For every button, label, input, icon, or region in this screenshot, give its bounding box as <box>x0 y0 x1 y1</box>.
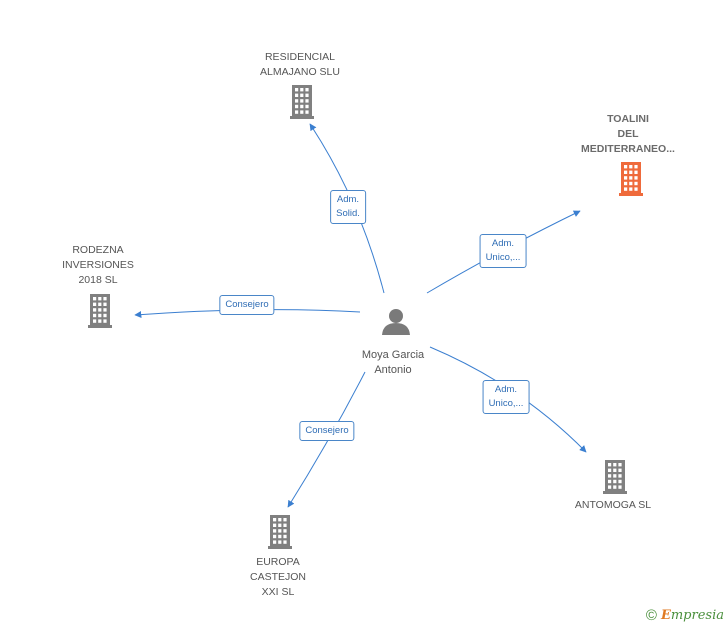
company-name-line: RODEZNA <box>72 244 124 256</box>
edge-label-europa[interactable]: Consejero <box>299 421 355 441</box>
edge-label-line: Consejero <box>225 299 269 310</box>
building-icon[interactable] <box>88 294 112 328</box>
footer-brand[interactable]: © Empresia <box>646 607 724 624</box>
building-icon[interactable] <box>268 515 292 549</box>
edge-label-line: Unico,... <box>485 252 521 263</box>
company-name-line: CASTEJON <box>249 571 307 583</box>
company-name-line: MEDITERRANEO... <box>581 143 675 155</box>
company-name-line: TOALINI <box>607 113 649 125</box>
company-name-line: RESIDENCIAL <box>264 51 336 63</box>
company-name-line: ALMAJANO SLU <box>260 66 340 78</box>
copyright-symbol: © <box>645 607 657 624</box>
building-icon[interactable] <box>619 162 643 196</box>
company-name-rodezna[interactable]: RODEZNA INVERSIONES 2018 SL <box>62 243 134 288</box>
company-name-line: ANTOMOGA SL <box>574 499 652 511</box>
company-name-toalini[interactable]: TOALINI DEL MEDITERRANEO... <box>581 112 675 157</box>
edge-label-line: Adm. <box>491 238 515 249</box>
company-name-line: XXI SL <box>261 586 295 598</box>
edge-label-line: Consejero <box>305 425 349 436</box>
edge-label-line: Adm. <box>336 194 360 205</box>
company-name-line: 2018 SL <box>78 274 118 286</box>
company-name-line: EUROPA <box>256 556 300 568</box>
company-name-antomoga[interactable]: ANTOMOGA SL <box>575 498 651 513</box>
edge-label-rodezna[interactable]: Consejero <box>219 295 275 315</box>
company-name-line: INVERSIONES <box>62 259 134 271</box>
edge-label-toalini[interactable]: Adm. Unico,... <box>479 234 527 268</box>
company-name-residencial[interactable]: RESIDENCIAL ALMAJANO SLU <box>260 50 340 80</box>
edge-label-residencial[interactable]: Adm. Solid. <box>330 190 366 224</box>
edge-label-line: Solid. <box>336 208 360 219</box>
company-name-europa[interactable]: EUROPA CASTEJON XXI SL <box>250 555 306 600</box>
edge-label-antomoga[interactable]: Adm. Unico,... <box>482 380 530 414</box>
building-icon[interactable] <box>603 460 627 494</box>
building-icon[interactable] <box>290 85 314 119</box>
person-name-line: Antonio <box>374 364 412 376</box>
person-icon[interactable] <box>382 309 410 335</box>
edge-label-line: Unico,... <box>488 398 524 409</box>
company-name-line: DEL <box>617 128 639 140</box>
edge-label-line: Adm. <box>494 384 518 395</box>
person-name-line: Moya Garcia <box>361 349 425 361</box>
empresia-logo: Empresia <box>660 608 724 623</box>
